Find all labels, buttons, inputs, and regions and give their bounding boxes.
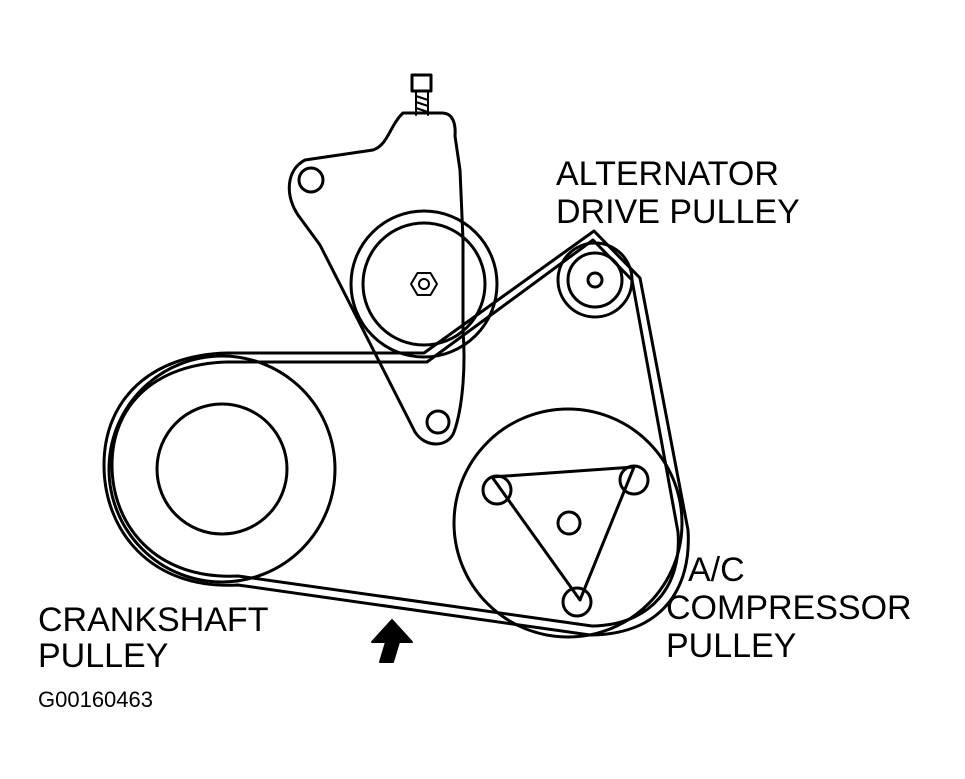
ac-compressor-pulley [452,407,684,639]
alternator-label: ALTERNATOR DRIVE PULLEY [556,155,800,231]
drive-belt [102,229,690,637]
tensioner-assembly [287,73,466,446]
bracket-mount-hole-bottom [425,409,451,435]
ac-clutch-plate [490,465,636,602]
idler-pulley [349,209,499,359]
alternator-drive-pulley [556,241,634,319]
inspection-arrow [371,619,413,663]
adjusting-bolt-shank [415,90,429,116]
crankshaft-pulley [107,354,337,584]
ac-compressor-label: A/C COMPRESSOR PULLEY [666,551,921,665]
crankshaft-label: CRANKSHAFT PULLEY [38,601,277,675]
idler-nut [410,272,438,296]
bracket-mount-hole-top [297,166,325,194]
figure-id: G00160463 [38,687,153,712]
adjusting-bolt-head [410,73,433,93]
tensioner-bracket [287,111,466,446]
